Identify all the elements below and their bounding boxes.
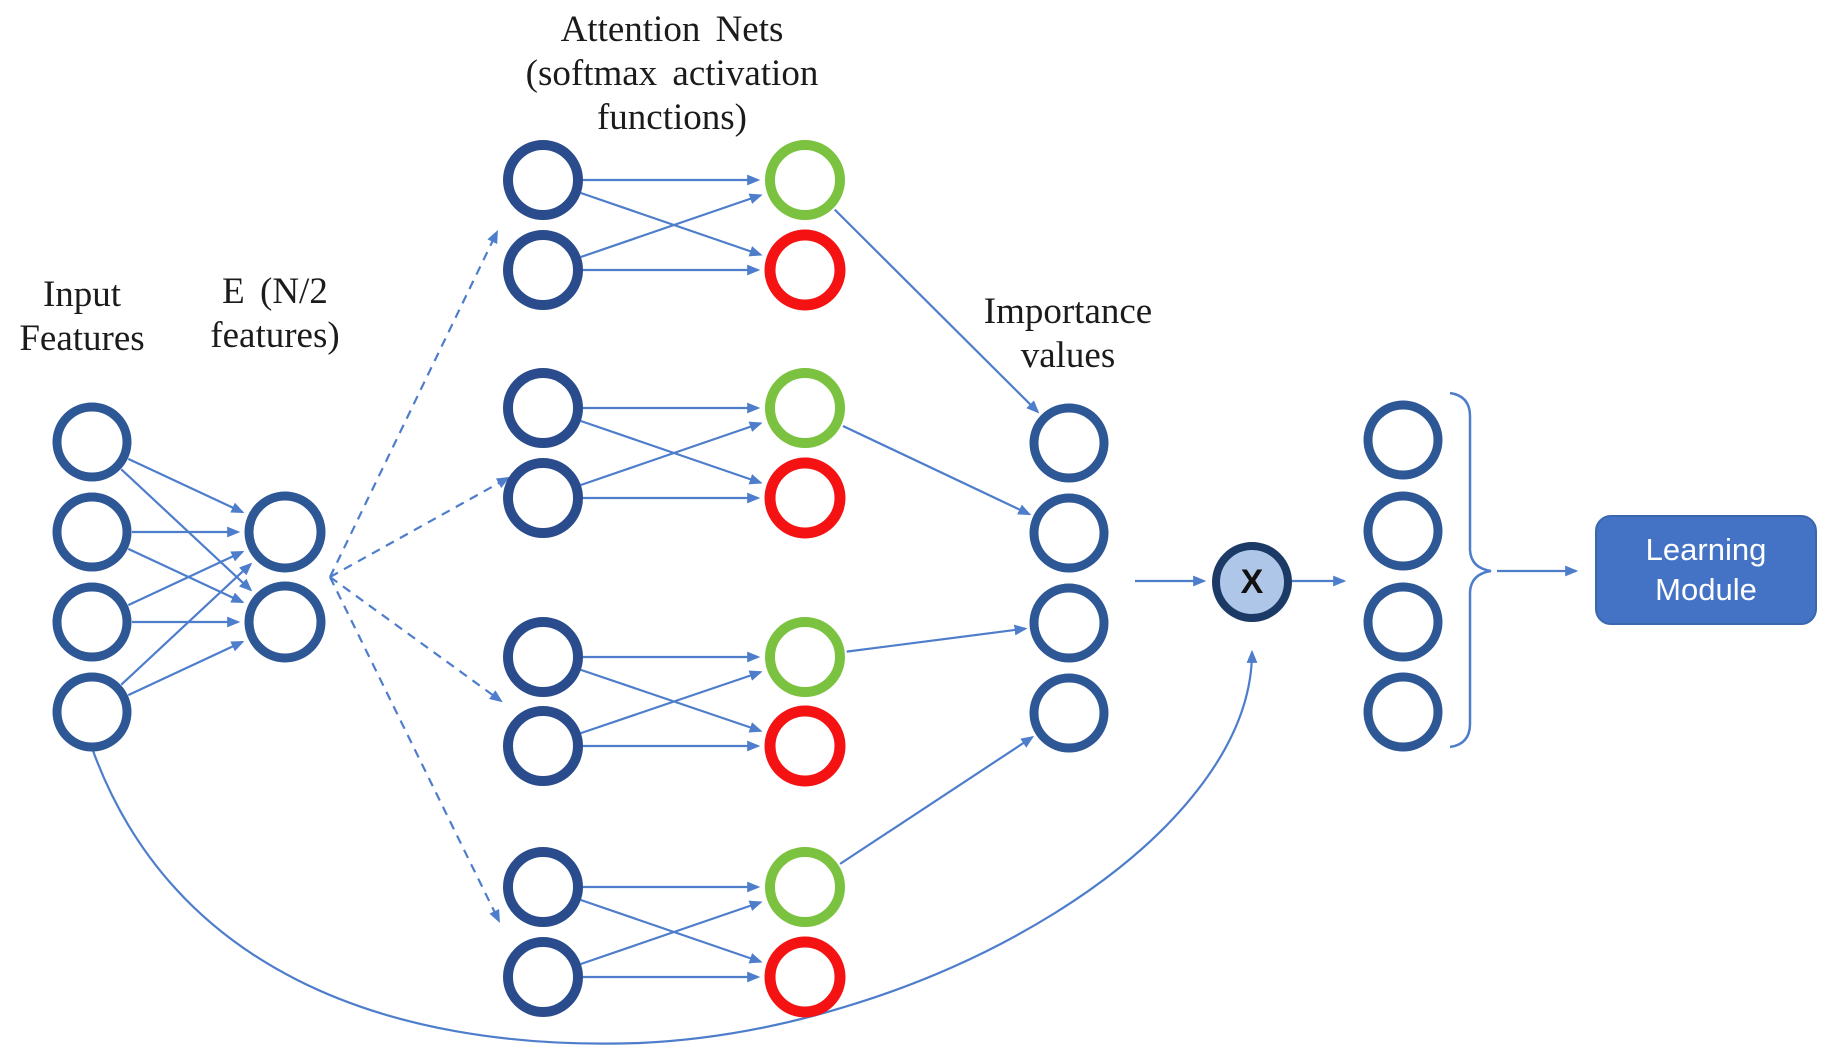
e-label-line2: features): [210, 315, 340, 356]
dashed-edge-line: [329, 576, 503, 703]
input-node: [52, 402, 132, 482]
attention-edge: [580, 421, 763, 487]
e-label-line1: E (N/2: [222, 271, 328, 312]
learning-module-label: Learning Module: [1645, 532, 1767, 607]
attention-blue-node: [503, 617, 583, 697]
attention-title-line1: Attention Nets: [560, 9, 784, 50]
attention-edge: [580, 419, 763, 485]
attention-red-node: [764, 705, 846, 787]
green-to-importance-edge: [846, 624, 1028, 653]
multiply-node: [1212, 542, 1292, 622]
attention-green-node: [765, 368, 845, 448]
importance-values-label: Importance values: [948, 290, 1188, 378]
attention-edge: [580, 898, 763, 964]
attention-green-node: [765, 847, 845, 927]
attention-red-node: [764, 457, 846, 539]
multiply-label: X: [1241, 563, 1264, 601]
attention-edge: [580, 668, 763, 733]
attention-edge: [580, 670, 763, 735]
importance-node: [1029, 583, 1109, 663]
output-node: [1363, 400, 1443, 480]
output-brace: [1449, 391, 1492, 749]
attention-edge: [580, 191, 763, 257]
importance-node: [1029, 403, 1109, 483]
attention-blue-node: [503, 706, 583, 786]
input-to-e-edge: [127, 550, 245, 607]
importance-label-line1: Importance: [983, 291, 1153, 332]
importance-node: [1029, 673, 1109, 753]
dashed-edge-line: [329, 476, 510, 578]
e-node: [244, 491, 326, 573]
input-to-e-edge: [127, 640, 245, 697]
importance-node: [1029, 493, 1109, 573]
e-node: [244, 581, 326, 663]
attention-title-line3: functions): [596, 97, 748, 138]
attention-edge: [580, 900, 763, 966]
learning-module-box: Learning Module: [1595, 515, 1817, 625]
input-node: [52, 582, 132, 662]
skip-connection-curve: [90, 649, 1258, 1045]
importance-label-line2: values: [1020, 335, 1116, 376]
attention-green-node: [765, 140, 845, 220]
attention-blue-node: [503, 458, 583, 538]
attention-green-node: [765, 617, 845, 697]
input-to-e-edge: [127, 547, 245, 604]
output-node: [1363, 491, 1443, 571]
attention-blue-node: [503, 847, 583, 927]
attention-edge: [580, 193, 763, 259]
input-label-line1: Input: [42, 274, 122, 315]
input-node: [52, 672, 132, 752]
input-label-line2: Features: [19, 318, 145, 359]
input-to-e-edge: [120, 468, 253, 592]
attention-title-line2: (softmax activation: [525, 53, 819, 94]
attention-nets-title: Attention Nets (softmax activation funct…: [442, 8, 902, 140]
attention-blue-node: [503, 140, 583, 220]
output-node: [1363, 582, 1443, 662]
attention-blue-node: [503, 230, 583, 310]
dashed-edge-line: [329, 576, 500, 923]
output-node: [1363, 672, 1443, 752]
e-features-label: E (N/2 features): [175, 270, 375, 358]
attention-blue-node: [503, 368, 583, 448]
input-to-e-edge: [127, 457, 245, 514]
attention-red-node: [764, 936, 846, 1018]
attention-red-node: [764, 229, 846, 311]
green-to-importance-edge: [842, 424, 1032, 516]
input-node: [52, 492, 132, 572]
attention-blue-node: [503, 937, 583, 1017]
input-features-label: Input Features: [0, 273, 182, 361]
input-to-e-edge: [120, 562, 253, 686]
green-to-importance-edge: [839, 736, 1035, 865]
green-to-importance-edge: [833, 208, 1040, 414]
